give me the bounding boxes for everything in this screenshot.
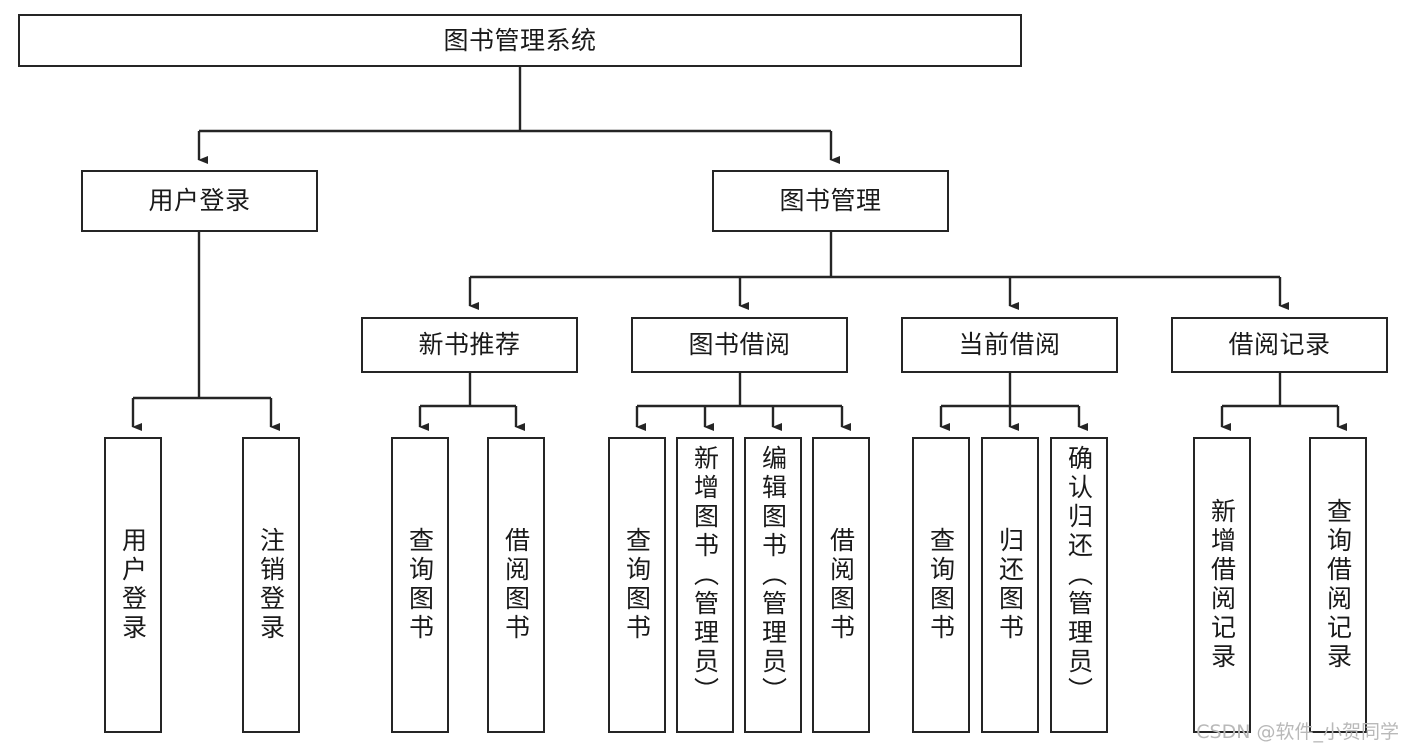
leaf-current-confirm-return[interactable]: 确认归还（管理员） <box>1050 437 1108 733</box>
leaf-current-return-book[interactable]: 归还图书 <box>981 437 1039 733</box>
leaf-record-query[interactable]: 查询借阅记录 <box>1309 437 1367 733</box>
leaf-record-query-label: 查询借阅记录 <box>1323 498 1353 672</box>
leaf-record-add-label: 新增借阅记录 <box>1207 498 1237 672</box>
node-root-label: 图书管理系统 <box>443 25 597 55</box>
leaf-user-login-signout[interactable]: 注销登录 <box>242 437 300 733</box>
leaf-borrow-borrow-book[interactable]: 借阅图书 <box>812 437 870 733</box>
node-user-login-label: 用户登录 <box>148 186 251 216</box>
leaf-user-login-signin-label: 用户登录 <box>118 527 148 643</box>
node-book-management-label: 图书管理 <box>779 186 882 216</box>
leaf-borrow-edit-book[interactable]: 编辑图书（管理员） <box>744 437 802 733</box>
node-book-borrow[interactable]: 图书借阅 <box>631 317 848 373</box>
leaf-new-book-query-label: 查询图书 <box>405 527 435 643</box>
node-borrow-record[interactable]: 借阅记录 <box>1171 317 1388 373</box>
leaf-borrow-add-book[interactable]: 新增图书（管理员） <box>676 437 734 733</box>
node-book-borrow-label: 图书借阅 <box>688 330 791 360</box>
leaf-record-add[interactable]: 新增借阅记录 <box>1193 437 1251 733</box>
node-user-login[interactable]: 用户登录 <box>81 170 318 232</box>
leaf-borrow-edit-book-label: 编辑图书（管理员） <box>758 445 788 706</box>
leaf-current-query-book[interactable]: 查询图书 <box>912 437 970 733</box>
leaf-current-query-book-label: 查询图书 <box>926 527 956 643</box>
leaf-borrow-borrow-book-label: 借阅图书 <box>826 527 856 643</box>
node-current-borrow-label: 当前借阅 <box>958 330 1061 360</box>
leaf-new-book-borrow[interactable]: 借阅图书 <box>487 437 545 733</box>
node-root[interactable]: 图书管理系统 <box>18 14 1022 67</box>
leaf-borrow-query-book-label: 查询图书 <box>622 527 652 643</box>
node-current-borrow[interactable]: 当前借阅 <box>901 317 1118 373</box>
leaf-new-book-query[interactable]: 查询图书 <box>391 437 449 733</box>
node-borrow-record-label: 借阅记录 <box>1228 330 1331 360</box>
node-new-book-recommend-label: 新书推荐 <box>418 330 521 360</box>
leaf-user-login-signout-label: 注销登录 <box>256 527 286 643</box>
leaf-borrow-add-book-label: 新增图书（管理员） <box>690 445 720 706</box>
leaf-borrow-query-book[interactable]: 查询图书 <box>608 437 666 733</box>
leaf-current-return-book-label: 归还图书 <box>995 527 1025 643</box>
node-book-management[interactable]: 图书管理 <box>712 170 949 232</box>
leaf-current-confirm-return-label: 确认归还（管理员） <box>1064 445 1094 706</box>
leaf-user-login-signin[interactable]: 用户登录 <box>104 437 162 733</box>
leaf-new-book-borrow-label: 借阅图书 <box>501 527 531 643</box>
node-new-book-recommend[interactable]: 新书推荐 <box>361 317 578 373</box>
